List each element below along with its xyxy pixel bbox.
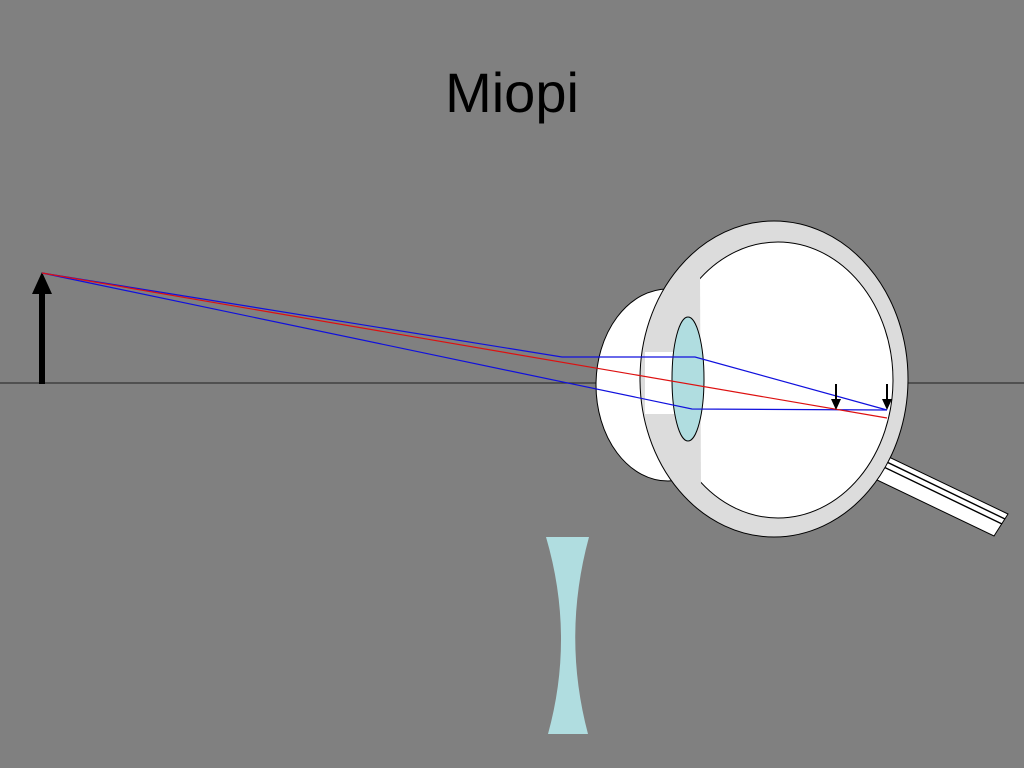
concave-lens-icon: [546, 537, 589, 734]
ray-chief: [41, 272, 888, 419]
arrow-down-icon: [831, 384, 841, 410]
arrow-up-icon: [32, 272, 52, 384]
ray-lower: [41, 272, 888, 411]
light-rays: [41, 272, 888, 419]
arrow-down-icon: [882, 384, 892, 410]
page-title: Miopi: [445, 61, 579, 124]
eye-cross-section-icon: [595, 220, 909, 538]
ray-upper: [41, 272, 888, 411]
